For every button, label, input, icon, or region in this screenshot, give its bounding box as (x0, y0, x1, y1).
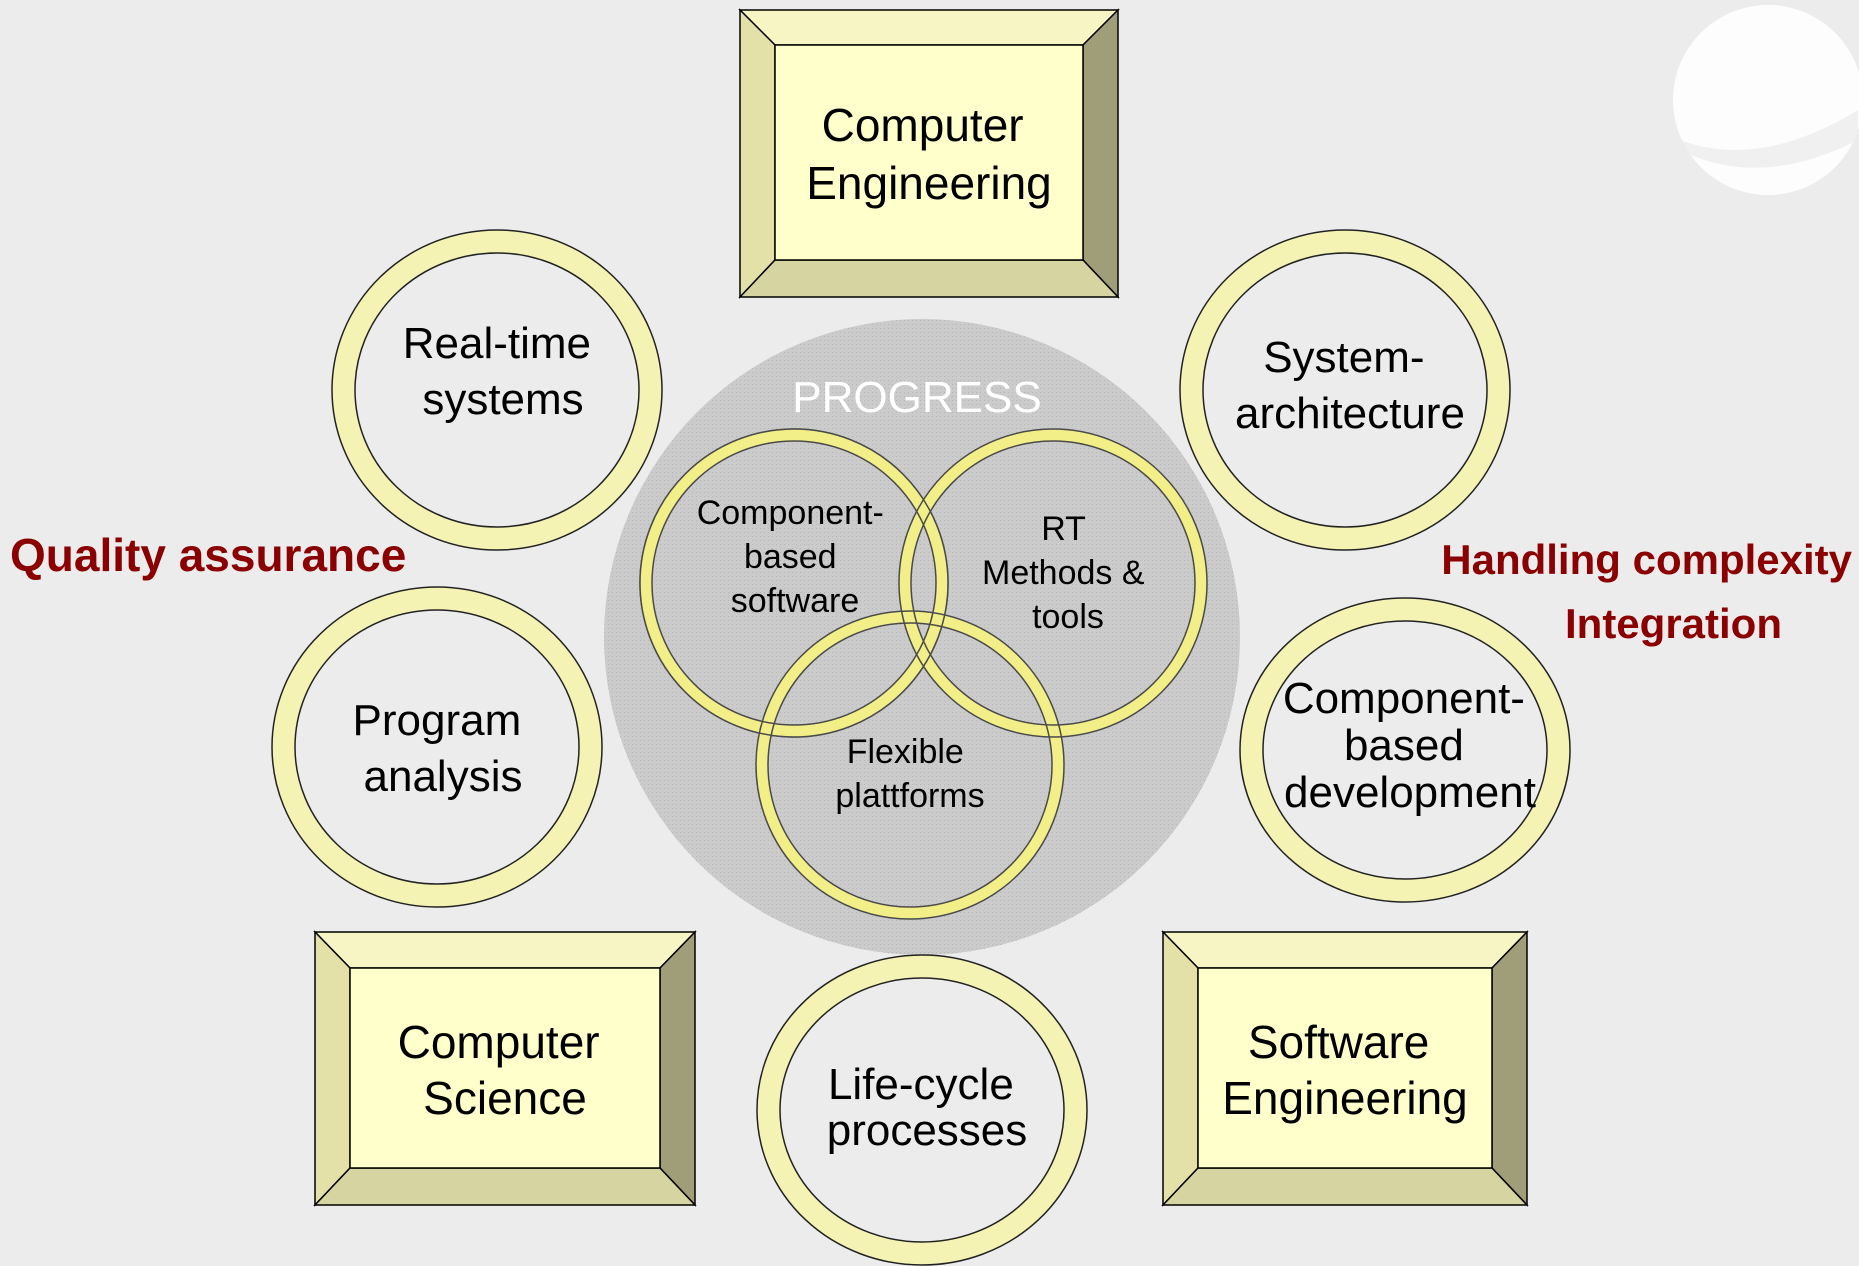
ring-program-analysis: Program analysis (271, 586, 603, 908)
venn-rings (639, 428, 1208, 920)
ring-system-architecture: System- architecture (1179, 229, 1511, 551)
theme-handling-complexity: Handling complexity (1441, 536, 1852, 583)
box-computer-engineering: Computer Engineering (738, 8, 1120, 299)
progress-title: PROGRESS (792, 373, 1041, 422)
ring-life-cycle-processes: Life-cycle processes (756, 954, 1088, 1266)
logo-icon (1673, 5, 1859, 195)
theme-quality-assurance: Quality assurance (10, 529, 406, 581)
venn-label-rt-methods-tools: RT Methods & tools (982, 510, 1154, 636)
svg-text:Life-cycle processes: Life-cycle processes (827, 1060, 1028, 1155)
box-software-engineering: Software Engineering (1161, 930, 1529, 1207)
venn-label-component-based-software: Component- based software (697, 494, 894, 620)
theme-integration: Integration (1565, 600, 1782, 647)
svg-text:Program analysis: Program analysis (353, 696, 534, 801)
svg-text:System- architecture: System- architecture (1235, 333, 1465, 438)
svg-text:Computer Science: Computer Science (398, 1016, 613, 1124)
box-computer-science: Computer Science (313, 930, 697, 1207)
venn-label-flexible-platforms: Flexible plattforms (835, 733, 984, 815)
ring-component-based-development: Component- based development (1239, 597, 1571, 903)
svg-text:Real-time systems: Real-time systems (403, 319, 604, 424)
ring-real-time-systems: Real-time systems (331, 229, 663, 551)
svg-text:Component- based d: Component- based development (1283, 674, 1537, 817)
svg-text:Computer Engineering: Computer Engineering (806, 99, 1052, 209)
svg-text:Software Engineering: Software Engineering (1222, 1016, 1468, 1124)
